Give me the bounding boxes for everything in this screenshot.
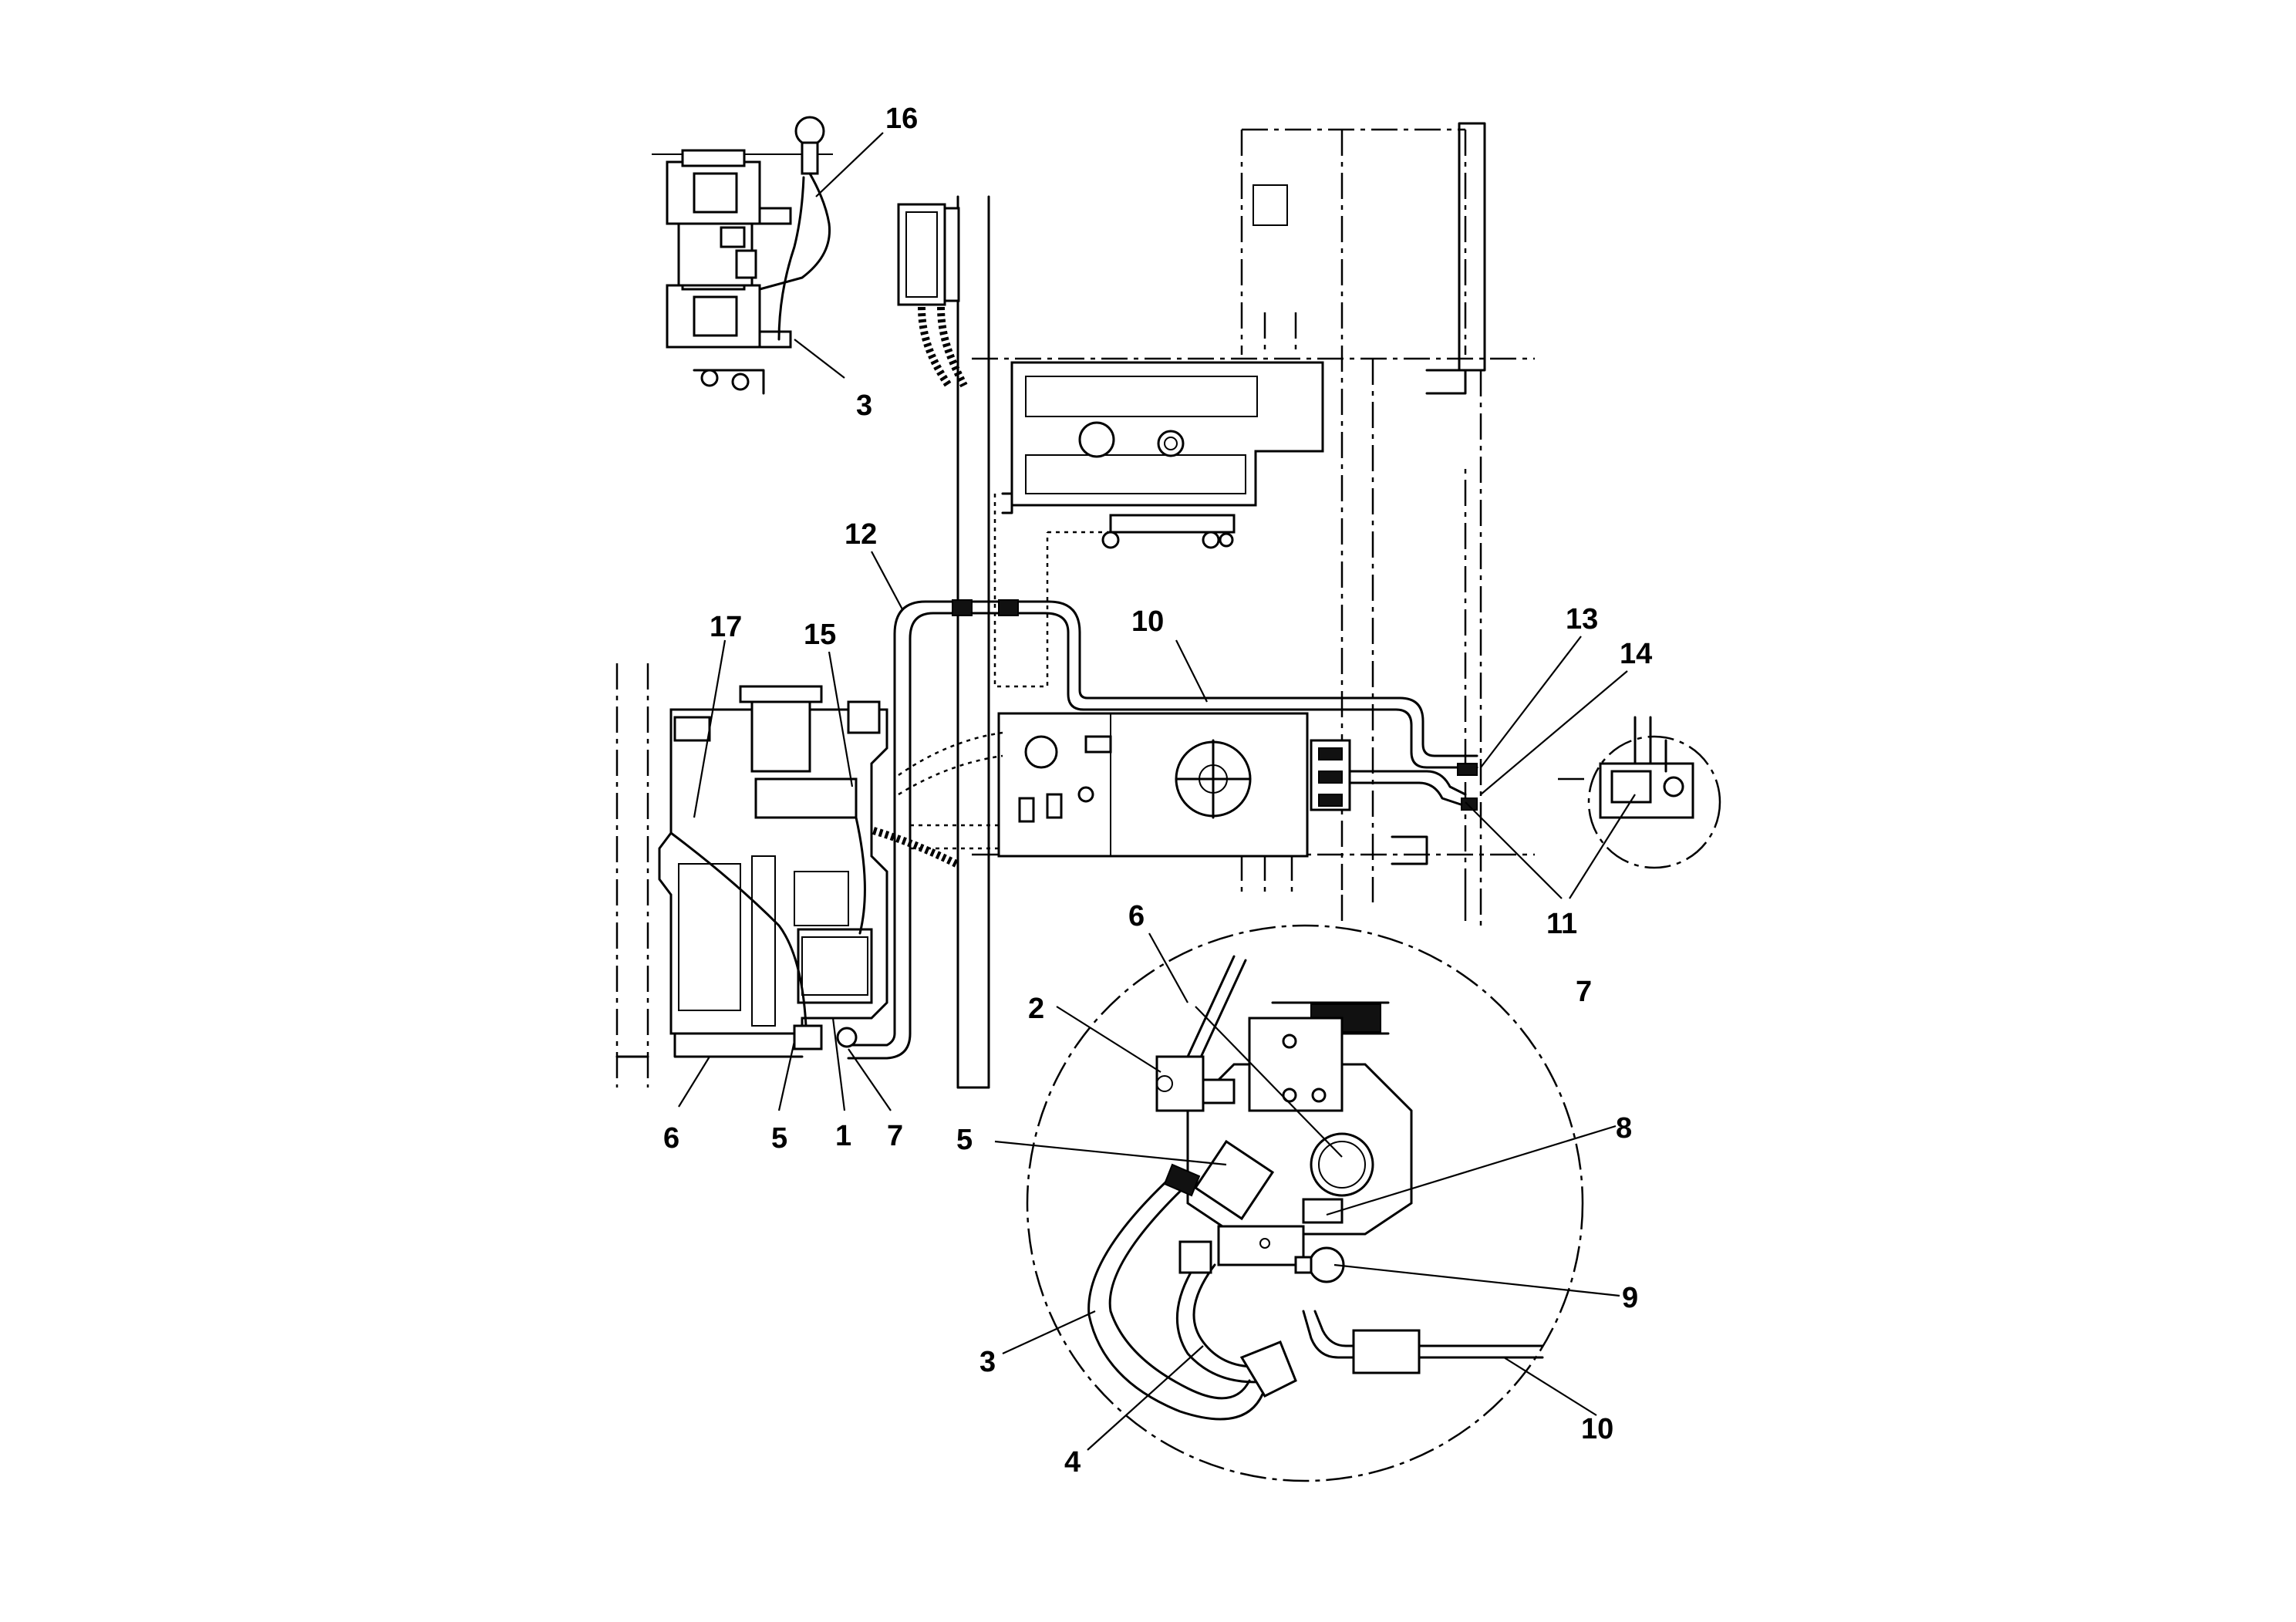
callout-1: 1 bbox=[835, 1120, 851, 1152]
reservoir bbox=[997, 712, 1351, 858]
callout-6-detail: 6 bbox=[1128, 900, 1145, 932]
fitting-detail-circle bbox=[1558, 716, 1721, 869]
callout-3: 3 bbox=[856, 389, 872, 422]
callout-11: 11 bbox=[1546, 908, 1577, 940]
hoses bbox=[689, 599, 1478, 1060]
callout-16: 16 bbox=[885, 103, 918, 135]
leader-lines bbox=[678, 132, 1636, 1451]
callout-5-detail: 5 bbox=[956, 1124, 973, 1156]
callout-4: 4 bbox=[1064, 1446, 1081, 1479]
callout-14: 14 bbox=[1620, 638, 1652, 670]
callout-8: 8 bbox=[1616, 1112, 1632, 1145]
callout-3-detail: 3 bbox=[979, 1346, 996, 1378]
valve-detail-circle bbox=[1026, 924, 1584, 1482]
callout-15: 15 bbox=[804, 619, 836, 651]
callout-17: 17 bbox=[710, 611, 742, 643]
callout-5: 5 bbox=[771, 1122, 787, 1155]
machine-frame bbox=[956, 122, 1535, 1089]
callout-10: 10 bbox=[1131, 605, 1164, 638]
callout-7: 7 bbox=[887, 1120, 903, 1152]
hydraulic-tank bbox=[993, 361, 1324, 688]
top-pump-inset bbox=[652, 116, 833, 395]
callout-10-detail: 10 bbox=[1581, 1413, 1613, 1445]
callout-6: 6 bbox=[663, 1122, 679, 1155]
callout-7-detail: 7 bbox=[1576, 976, 1592, 1008]
callout-13: 13 bbox=[1566, 603, 1598, 636]
control-box bbox=[897, 203, 968, 388]
pump-assembly bbox=[615, 663, 888, 1088]
callout-9: 9 bbox=[1622, 1282, 1638, 1314]
callout-2: 2 bbox=[1028, 993, 1044, 1025]
callout-12: 12 bbox=[845, 518, 877, 551]
callout-labels: 16 3 12 17 15 10 13 14 11 6 5 1 7 6 2 7 … bbox=[663, 103, 1652, 1479]
